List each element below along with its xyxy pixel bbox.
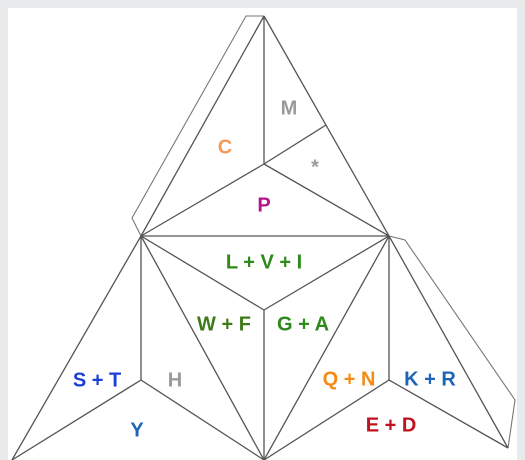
label-g-a: G + A [277,313,329,335]
edge-left-lower-a [11,379,142,460]
glue-tab-top-left [131,15,264,237]
edge-top-right [263,15,390,237]
label-l-v-i: L + V + I [226,251,302,273]
edge-top-inner-left [140,163,265,237]
diagram-canvas: C M * P L + V + I W + F G + A S + T H Y … [8,8,517,460]
edge-top-inner-right [263,163,390,237]
edge-right-outer [388,235,509,449]
edge-center-inner-left [140,235,265,311]
label-e-d: E + D [366,414,417,436]
edge-left-outer [11,235,142,460]
edge-center-left [140,235,265,460]
net-diagram: C M * P L + V + I W + F G + A S + T H Y … [11,15,516,460]
label-q-n: Q + N [323,368,376,390]
label-p: P [257,194,270,216]
glue-tab-right [388,235,516,449]
edge-left-lower-b [140,379,265,460]
edge-center-inner-right [263,235,390,311]
label-s-t: S + T [73,369,121,391]
edge-right-lower-a [263,379,390,460]
label-c: C [218,136,232,158]
edge-center-right [263,235,390,460]
label-h: H [168,369,182,391]
edge-right-lower-b [388,379,509,449]
label-m: M [281,97,298,119]
label-w-f: W + F [197,313,251,335]
label-y: Y [130,419,144,441]
label-k-r: K + R [404,368,456,390]
edge-top-left [140,15,265,237]
edge-m-star-divider [263,124,327,165]
label-star: * [311,156,319,178]
